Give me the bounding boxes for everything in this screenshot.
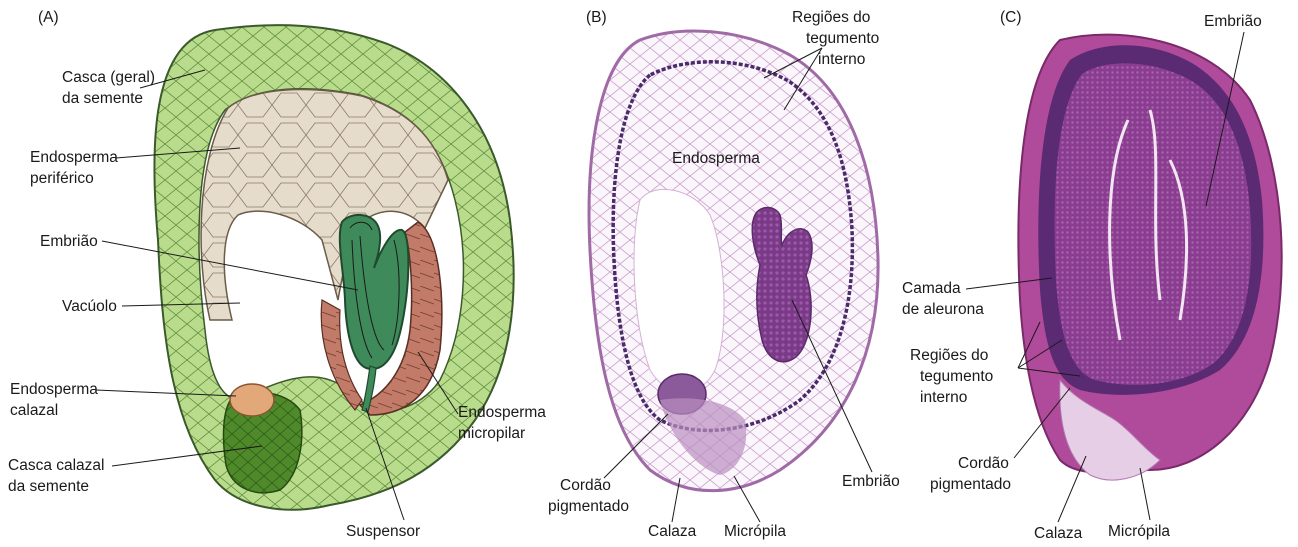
label-chalazal-seed-coat-2: da semente	[8, 478, 89, 495]
label-c-integument-2: tegumento	[920, 368, 993, 385]
panel-a: (A) Casca (geral) da semente Endosperma …	[8, 9, 546, 540]
label-seed-coat-1: Casca (geral)	[62, 69, 155, 86]
label-suspensor: Suspensor	[346, 523, 420, 540]
label-micropylar-endosperm-1: Endosperma	[458, 404, 546, 421]
label-b-integument-1: Regiões do	[792, 9, 870, 26]
label-seed-coat-2: da semente	[62, 90, 143, 107]
label-vacuole: Vacúolo	[62, 298, 117, 315]
panel-c-tag: (C)	[1000, 9, 1022, 26]
label-peripheral-endosperm-1: Endosperma	[30, 149, 118, 166]
label-c-aleurone-2: de aleurona	[902, 301, 984, 318]
label-c-aleurone-1: Camada	[902, 280, 961, 297]
label-micropylar-endosperm-2: micropilar	[458, 425, 525, 442]
panel-a-tag: (A)	[38, 9, 59, 26]
label-b-integument-3: interno	[818, 51, 865, 68]
label-c-pigment-strand-2: pigmentado	[930, 476, 1011, 493]
chalazal-endosperm-shape	[230, 384, 274, 416]
label-b-integument-2: tegumento	[806, 30, 879, 47]
micrograph-b-vacuole	[634, 189, 724, 392]
label-c-integument-1: Regiões do	[910, 347, 988, 364]
label-peripheral-endosperm-2: periférico	[30, 170, 94, 187]
label-b-pigment-strand-2: pigmentado	[548, 498, 629, 515]
label-c-micropyle: Micrópila	[1108, 523, 1170, 540]
label-b-pigment-strand-1: Cordão	[560, 477, 611, 494]
label-chalazal-endosperm-2: calazal	[10, 402, 58, 419]
label-b-embryo: Embrião	[842, 473, 900, 490]
panel-b-tag: (B)	[586, 9, 607, 26]
label-c-embryo: Embrião	[1204, 13, 1262, 30]
label-b-endosperm: Endosperma	[672, 150, 760, 167]
label-embryo-a: Embrião	[40, 233, 98, 250]
panel-b: (B) Regiões do tegumento interno Endospe…	[548, 9, 900, 540]
label-c-integument-3: interno	[920, 389, 967, 406]
label-b-chalaza: Calaza	[648, 523, 697, 540]
micrograph-c-embryo	[1055, 63, 1252, 385]
label-chalazal-endosperm-1: Endosperma	[10, 381, 98, 398]
panel-c: (C) Embrião Camada de aleurona Regiões d…	[902, 9, 1282, 542]
label-b-micropyle: Micrópila	[724, 523, 786, 540]
label-c-pigment-strand-1: Cordão	[958, 455, 1009, 472]
label-c-chalaza: Calaza	[1034, 525, 1083, 542]
label-chalazal-seed-coat-1: Casca calazal	[8, 457, 105, 474]
leader-c-micropyle	[1140, 468, 1150, 520]
